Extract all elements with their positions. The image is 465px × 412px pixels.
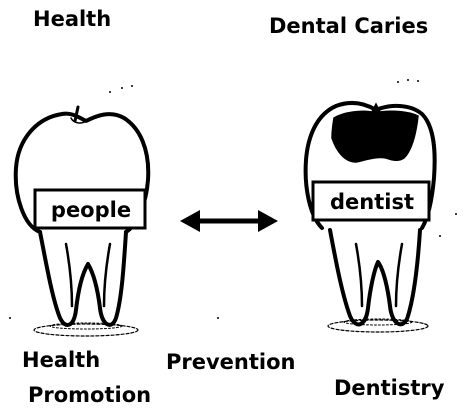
label-prevention: Prevention (166, 352, 296, 373)
label-promotion-line2: Promotion (28, 385, 151, 406)
double-headed-arrow-icon (180, 210, 278, 232)
label-health-line1: Health (22, 350, 100, 371)
crown-label-people: people (43, 200, 139, 221)
crown-label-dentist: dentist (317, 192, 427, 213)
decay-cavity (332, 104, 418, 162)
label-dentistry: Dentistry (334, 378, 444, 399)
